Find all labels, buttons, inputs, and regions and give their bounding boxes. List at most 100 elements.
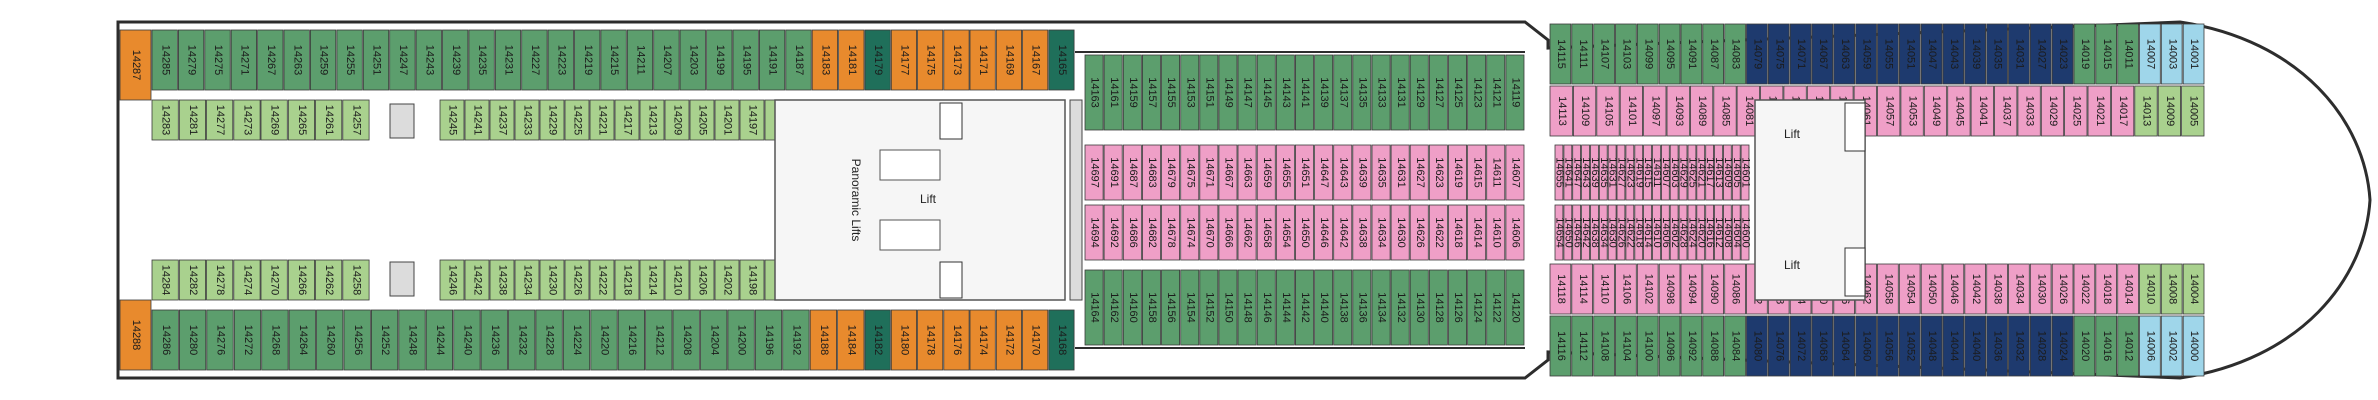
- cabin-14617[interactable]: 14617: [1704, 144, 1716, 201]
- cabin-14050[interactable]: 14050: [1920, 263, 1943, 315]
- cabin-14655[interactable]: 14655: [1553, 144, 1565, 201]
- cabin-14198[interactable]: 14198: [739, 259, 765, 301]
- cabin-14171[interactable]: 14171: [969, 29, 996, 91]
- cabin-14628[interactable]: 14628: [1678, 204, 1690, 261]
- cabin-14165[interactable]: 14165: [1048, 29, 1075, 91]
- cabin-14199[interactable]: 14199: [706, 29, 733, 91]
- cabin-14157[interactable]: 14157: [1142, 54, 1161, 131]
- cabin-14202[interactable]: 14202: [714, 259, 740, 301]
- cabin-14224[interactable]: 14224: [562, 309, 591, 371]
- cabin-14276[interactable]: 14276: [206, 309, 234, 371]
- cabin-14022[interactable]: 14022: [2073, 263, 2096, 315]
- cabin-14184[interactable]: 14184: [837, 309, 865, 371]
- cabin-14610[interactable]: 14610: [1651, 204, 1663, 261]
- cabin-14173[interactable]: 14173: [943, 29, 970, 91]
- cabin-14000[interactable]: 14000: [2182, 315, 2205, 377]
- cabin-14129[interactable]: 14129: [1409, 54, 1429, 131]
- cabin-14054[interactable]: 14054: [1898, 263, 1921, 315]
- cabin-14604[interactable]: 14604: [1731, 204, 1743, 261]
- cabin-14124[interactable]: 14124: [1467, 269, 1487, 346]
- cabin-14003[interactable]: 14003: [2160, 23, 2183, 85]
- cabin-14279[interactable]: 14279: [177, 29, 205, 91]
- cabin-14605[interactable]: 14605: [1731, 144, 1743, 201]
- cabin-14142[interactable]: 14142: [1295, 269, 1314, 346]
- cabin-14265[interactable]: 14265: [287, 99, 315, 141]
- cabin-14654[interactable]: 14654: [1275, 204, 1295, 261]
- cabin-14039[interactable]: 14039: [1964, 23, 1987, 85]
- cabin-14135[interactable]: 14135: [1352, 54, 1372, 131]
- cabin-14051[interactable]: 14051: [1898, 23, 1921, 85]
- cabin-14625[interactable]: 14625: [1686, 144, 1698, 201]
- cabin-14177[interactable]: 14177: [890, 29, 917, 91]
- cabin-14090[interactable]: 14090: [1702, 263, 1725, 315]
- cabin-14239[interactable]: 14239: [442, 29, 469, 91]
- cabin-14627[interactable]: 14627: [1409, 144, 1429, 201]
- cabin-14175[interactable]: 14175: [917, 29, 944, 91]
- cabin-14016[interactable]: 14016: [2095, 315, 2118, 377]
- cabin-14216[interactable]: 14216: [617, 309, 646, 371]
- cabin-14060[interactable]: 14060: [1855, 315, 1877, 377]
- cabin-14641[interactable]: 14641: [1562, 144, 1574, 201]
- cabin-14607[interactable]: 14607: [1505, 144, 1525, 201]
- cabin-14108[interactable]: 14108: [1593, 315, 1615, 377]
- cabin-14675[interactable]: 14675: [1180, 144, 1200, 201]
- cabin-14221[interactable]: 14221: [589, 99, 615, 141]
- cabin-14105[interactable]: 14105: [1596, 85, 1620, 137]
- cabin-14191[interactable]: 14191: [759, 29, 786, 91]
- cabin-14624[interactable]: 14624: [1686, 204, 1698, 261]
- cabin-14220[interactable]: 14220: [590, 309, 618, 371]
- cabin-14679[interactable]: 14679: [1161, 144, 1181, 201]
- cabin-14141[interactable]: 14141: [1295, 54, 1314, 131]
- cabin-14179[interactable]: 14179: [864, 29, 891, 91]
- cabin-14215[interactable]: 14215: [600, 29, 627, 91]
- cabin-14238[interactable]: 14238: [489, 259, 515, 301]
- cabin-14014[interactable]: 14014: [2117, 263, 2139, 315]
- cabin-14678[interactable]: 14678: [1161, 204, 1181, 261]
- cabin-14647[interactable]: 14647: [1571, 144, 1583, 201]
- cabin-14655[interactable]: 14655: [1275, 144, 1295, 201]
- cabin-14610[interactable]: 14610: [1486, 204, 1506, 261]
- cabin-14241[interactable]: 14241: [464, 99, 490, 141]
- cabin-14694[interactable]: 14694: [1084, 204, 1104, 261]
- cabin-14214[interactable]: 14214: [639, 259, 665, 301]
- cabin-14041[interactable]: 14041: [1970, 85, 1994, 137]
- cabin-14001[interactable]: 14001: [2182, 23, 2205, 85]
- cabin-14125[interactable]: 14125: [1448, 54, 1468, 131]
- cabin-14208[interactable]: 14208: [672, 309, 700, 371]
- cabin-14203[interactable]: 14203: [679, 29, 706, 91]
- cabin-14667[interactable]: 14667: [1218, 144, 1238, 201]
- cabin-14622[interactable]: 14622: [1624, 204, 1636, 261]
- cabin-14244[interactable]: 14244: [425, 309, 454, 371]
- cabin-14682[interactable]: 14682: [1142, 204, 1161, 261]
- cabin-14235[interactable]: 14235: [468, 29, 495, 91]
- cabin-14635[interactable]: 14635: [1598, 144, 1610, 201]
- cabin-14638[interactable]: 14638: [1589, 204, 1601, 261]
- cabin-14155[interactable]: 14155: [1161, 54, 1181, 131]
- cabin-14646[interactable]: 14646: [1314, 204, 1334, 261]
- cabin-14236[interactable]: 14236: [480, 309, 508, 371]
- cabin-14109[interactable]: 14109: [1573, 85, 1597, 137]
- cabin-14107[interactable]: 14107: [1593, 23, 1615, 85]
- cabin-14687[interactable]: 14687: [1122, 144, 1142, 201]
- cabin-14149[interactable]: 14149: [1218, 54, 1238, 131]
- cabin-14017[interactable]: 14017: [2110, 85, 2135, 137]
- cabin-14228[interactable]: 14228: [535, 309, 563, 371]
- cabin-14251[interactable]: 14251: [362, 29, 390, 91]
- cabin-14028[interactable]: 14028: [2029, 315, 2052, 377]
- cabin-14044[interactable]: 14044: [1942, 315, 1965, 377]
- cabin-14278[interactable]: 14278: [206, 259, 234, 301]
- cabin-14608[interactable]: 14608: [1722, 204, 1734, 261]
- cabin-14195[interactable]: 14195: [732, 29, 759, 91]
- cabin-14247[interactable]: 14247: [389, 29, 416, 91]
- cabin-14281[interactable]: 14281: [178, 99, 207, 141]
- cabin-14234[interactable]: 14234: [514, 259, 540, 301]
- cabin-14031[interactable]: 14031: [2008, 23, 2030, 85]
- cabin-14263[interactable]: 14263: [283, 29, 310, 91]
- cabin-14643[interactable]: 14643: [1580, 144, 1592, 201]
- cabin-14271[interactable]: 14271: [230, 29, 257, 91]
- cabin-14121[interactable]: 14121: [1486, 54, 1506, 131]
- cabin-14132[interactable]: 14132: [1390, 269, 1410, 346]
- cabin-14063[interactable]: 14063: [1833, 23, 1856, 85]
- cabin-14671[interactable]: 14671: [1199, 144, 1219, 201]
- cabin-14045[interactable]: 14045: [1947, 85, 1971, 137]
